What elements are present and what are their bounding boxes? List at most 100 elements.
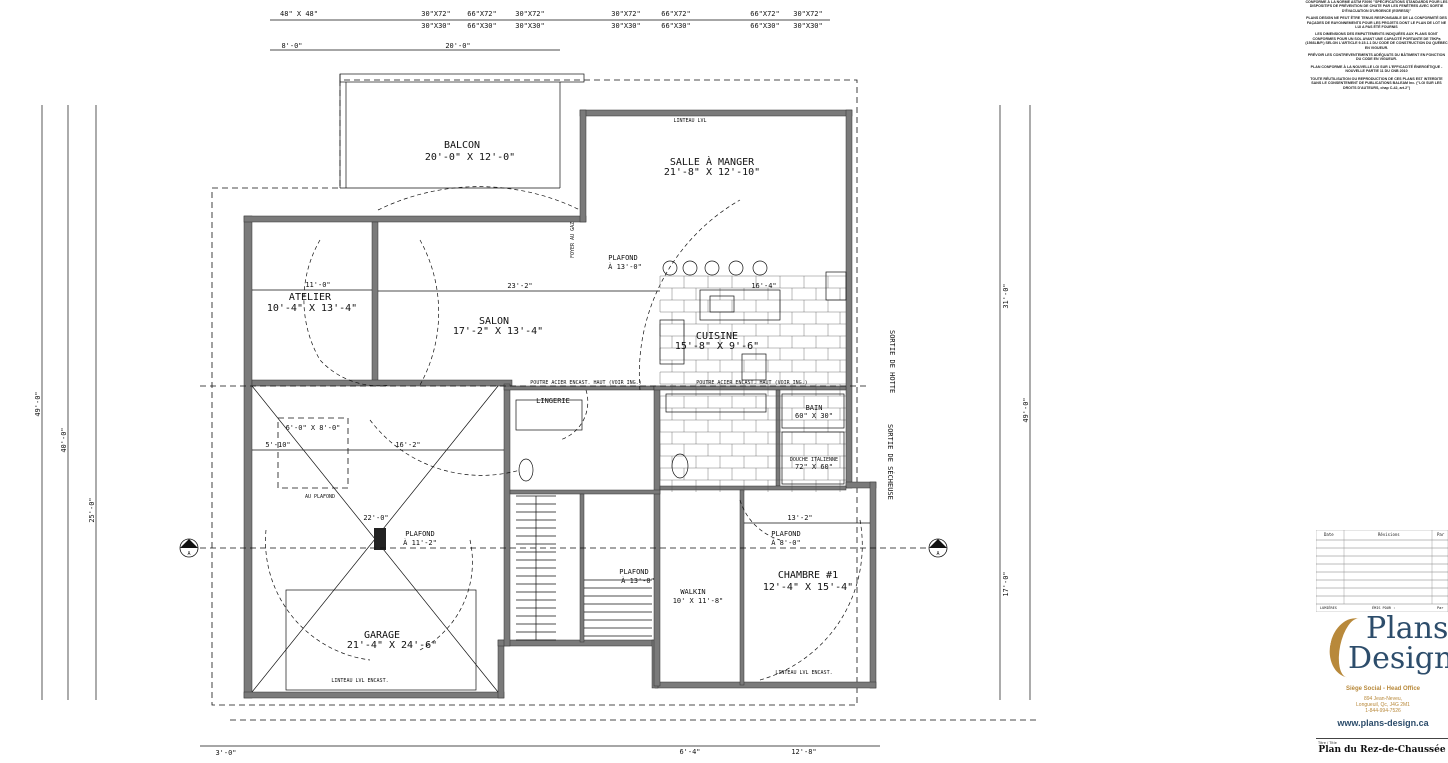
bain-size: 60" X 30" <box>795 412 833 420</box>
cuisine-label: CUISINE <box>696 331 738 342</box>
douche-label: DOUCHE ITALIENNE <box>790 457 838 463</box>
svg-text:66"X30": 66"X30" <box>467 22 497 30</box>
logo-address: 894 Jean-Neveu, Longueuil, Qc, J4G 2M1 1… <box>1356 696 1410 714</box>
section-marker-left: A <box>179 538 199 558</box>
chambre-size: 12'-4" X 15'-4" <box>763 582 853 593</box>
interior-walls <box>251 221 847 687</box>
overall-dims: 8'-0" 20'-0" 49'-0" 40'-0" 25'-0" 49'-0"… <box>34 42 1031 757</box>
svg-text:6'-4": 6'-4" <box>679 748 700 756</box>
revision-table: Date Révisions Par LUMIÈRES ÉMIS POUR : … <box>1316 530 1448 612</box>
ceiling-garage-label: PLAFOND <box>405 530 435 538</box>
svg-text:66"X72": 66"X72" <box>661 10 691 18</box>
rev-col-date: Date <box>1324 532 1334 537</box>
svg-text:66"X72": 66"X72" <box>467 10 497 18</box>
rev-foot-emis: ÉMIS POUR : <box>1372 605 1395 610</box>
svg-text:49'-0": 49'-0" <box>1022 397 1030 422</box>
balcon-size: 20'-0" X 12'-0" <box>425 152 515 163</box>
rev-foot-lumieres: LUMIÈRES <box>1320 605 1337 610</box>
garage-size: 21'-4" X 24'-6" <box>347 640 437 651</box>
stair-grid <box>374 528 386 550</box>
svg-text:11'-0": 11'-0" <box>305 281 330 289</box>
linteau-encast-label: LINTEAU LVL ENCAST. <box>331 678 388 684</box>
note-1: CONFORME À LA NORME ASTM F2090 "SPÉCIFIC… <box>1305 0 1448 13</box>
note-5: PLAN CONFORME À LA NOUVELLE LOI SUR L'EF… <box>1310 64 1443 74</box>
svg-text:30"X30": 30"X30" <box>611 22 641 30</box>
ceiling-stair-label: PLAFOND <box>619 568 649 576</box>
company-logo: Plans Design Siège Social - Head Office … <box>1318 612 1448 732</box>
rev-col-revisions: Révisions <box>1378 532 1400 537</box>
ceiling-salon-height: À 13'-0" <box>608 262 642 271</box>
note-3: LES DIMENSIONS DES EMPATTEMENTS INDIQUÉE… <box>1305 32 1448 50</box>
section-marker-right: A <box>928 538 948 558</box>
garage-label: GARAGE <box>364 630 400 641</box>
svg-text:30"X30": 30"X30" <box>421 22 451 30</box>
svg-text:30"X72": 30"X72" <box>793 10 823 18</box>
au-plafond-label: AU PLAFOND <box>305 494 335 500</box>
poutre-label: POUTRE ACIER ENCAST. HAUT (VOIR ING.) <box>530 380 641 386</box>
svg-text:20'-0": 20'-0" <box>445 42 470 50</box>
title-block: Titre / Title Plan du Rez-de-Chaussée <box>1316 738 1448 763</box>
svg-text:22'-0": 22'-0" <box>363 514 388 522</box>
svg-text:30"X72": 30"X72" <box>515 10 545 18</box>
salle-a-manger-size: 21'-8" X 12'-10" <box>664 167 760 178</box>
poutre-label-2: POUTRE ACIER ENCAST. HAUT (VOIR ING.) <box>696 380 807 386</box>
svg-text:23'-2": 23'-2" <box>507 282 532 290</box>
linteau-encast-label-2: LINTEAU LVL ENCAST. <box>775 670 832 676</box>
ceiling-stair-height: À 13'-0" <box>621 576 655 585</box>
svg-text:A: A <box>936 551 939 557</box>
svg-text:30"X30": 30"X30" <box>793 22 823 30</box>
kitchen-fixtures <box>659 260 847 381</box>
note-2: PLANS DESIGN NE PEUT ÊTRE TENUS RESPONSA… <box>1306 16 1447 30</box>
logo-office: Siège Social - Head Office <box>1345 686 1421 692</box>
svg-text:25'-0": 25'-0" <box>88 497 96 522</box>
bathroom-fixtures <box>515 393 845 485</box>
svg-text:A: A <box>187 551 190 557</box>
general-notes: CONFORME À LA NORME ASTM F2090 "SPÉCIFIC… <box>1305 0 1448 125</box>
balcony: BALCON 20'-0" X 12'-0" <box>339 73 585 189</box>
svg-text:31'-0": 31'-0" <box>1002 283 1010 308</box>
ceiling-chambre-label: PLAFOND <box>771 530 801 538</box>
svg-text:66"X30": 66"X30" <box>750 22 780 30</box>
logo-word-1: Plans <box>1366 611 1448 646</box>
svg-text:3'-0": 3'-0" <box>215 749 236 757</box>
svg-text:13'-2": 13'-2" <box>787 514 812 522</box>
rev-col-par: Par <box>1437 532 1445 537</box>
top-window-dims: 48" X 48" 30"X72" 66"X72" 30"X72" 30"X72… <box>270 10 830 51</box>
svg-text:16'-2": 16'-2" <box>395 441 420 449</box>
douche-size: 72" X 60" <box>795 463 833 471</box>
linteau-label: LINTEAU LVL <box>673 118 706 124</box>
title-block-label: Titre / Title <box>1318 741 1337 745</box>
note-4: PRÉVOIR LES CONTREVENTEMENTS ADÉQUATS DU… <box>1307 53 1446 62</box>
rev-foot-par: Par <box>1437 606 1443 610</box>
drawing-title: Plan du Rez-de-Chaussée <box>1318 745 1446 755</box>
lingerie-label: LINGERIE <box>536 397 570 405</box>
sortie-hotte-label: SORTIE DE HOTTE <box>888 330 896 393</box>
window-size-label: 6'-0" X 8'-0" <box>286 424 341 432</box>
walkin-label: WALKIN <box>680 588 705 596</box>
bain-label: BAIN <box>806 404 823 412</box>
door-swings <box>265 186 863 681</box>
atelier-size: 10'-4" X 13'-4" <box>267 303 357 314</box>
foundation-outline <box>211 79 858 706</box>
ceiling-garage-height: À 11'-2" <box>403 538 437 547</box>
svg-text:17'-0": 17'-0" <box>1002 571 1010 596</box>
note-6: TOUTE RÉUTILISATION OU REPRODUCTION DE C… <box>1310 76 1443 90</box>
svg-text:5'-10": 5'-10" <box>265 441 290 449</box>
cuisine-size: 15'-8" X 9'-6" <box>675 341 759 352</box>
svg-text:8'-0": 8'-0" <box>281 42 302 50</box>
svg-text:49'-0": 49'-0" <box>34 391 42 416</box>
svg-text:48" X 48": 48" X 48" <box>280 10 318 18</box>
svg-text:30"X30": 30"X30" <box>515 22 545 30</box>
logo-website: www.plans-design.ca <box>1337 718 1429 728</box>
stairs <box>516 495 652 641</box>
sortie-secheuse-label: SORTIE DE SÉCHEUSE <box>886 424 895 500</box>
salon-label: SALON <box>479 316 509 327</box>
atelier-label: ATELIER <box>289 292 332 303</box>
svg-text:30"X72": 30"X72" <box>421 10 451 18</box>
svg-text:30"X72": 30"X72" <box>611 10 641 18</box>
chambre-label: CHAMBRE #1 <box>778 570 838 581</box>
salon-size: 17'-2" X 13'-4" <box>453 326 543 337</box>
ceiling-salon-label: PLAFOND <box>608 254 638 262</box>
ceiling-chambre-height: À 8'-0" <box>771 538 801 547</box>
